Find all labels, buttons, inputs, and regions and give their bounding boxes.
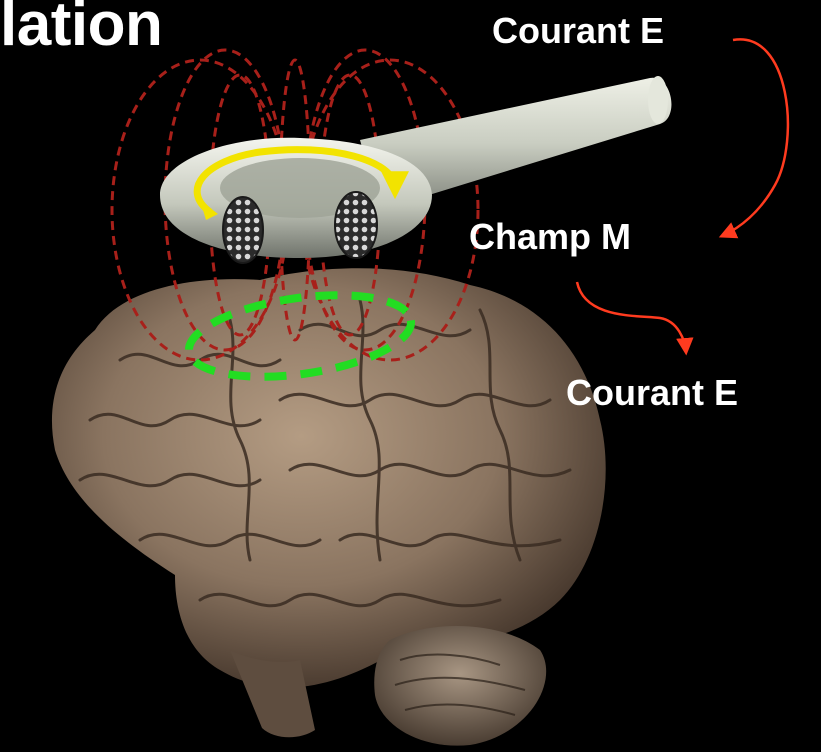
brain-image: [52, 268, 606, 745]
curved-arrow-icon: [722, 39, 788, 236]
title-fragment: lation: [0, 0, 162, 62]
curved-arrow-icon: [577, 282, 686, 352]
current-label-top: Courant E: [492, 10, 664, 52]
magnetic-field-label: Champ M: [469, 216, 631, 258]
current-label-bottom: Courant E: [566, 372, 738, 414]
